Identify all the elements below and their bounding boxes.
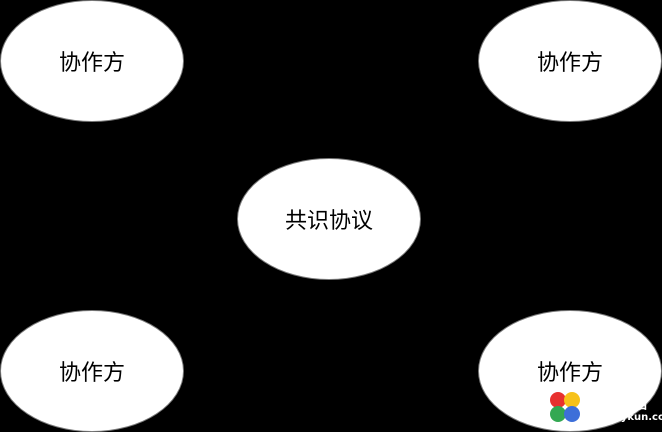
node-consensus-protocol: 共识协议 — [237, 158, 421, 280]
node-label: 协作方 — [536, 361, 603, 386]
node-label: 共识协议 — [284, 209, 373, 234]
watermark-url: www.sykun.com — [584, 412, 662, 423]
watermark-text: 可思数据 — [584, 394, 649, 412]
node-label: 协作方 — [58, 51, 125, 76]
watermark-logo-icon — [550, 392, 580, 422]
node-collaborator-bottom-left: 协作方 — [0, 310, 184, 432]
node-collaborator-top-right: 协作方 — [478, 0, 662, 122]
node-label: 协作方 — [58, 361, 125, 386]
node-label: 协作方 — [536, 51, 603, 76]
watermark: 可思数据 www.sykun.com — [546, 388, 662, 429]
node-collaborator-top-left: 协作方 — [0, 0, 184, 122]
